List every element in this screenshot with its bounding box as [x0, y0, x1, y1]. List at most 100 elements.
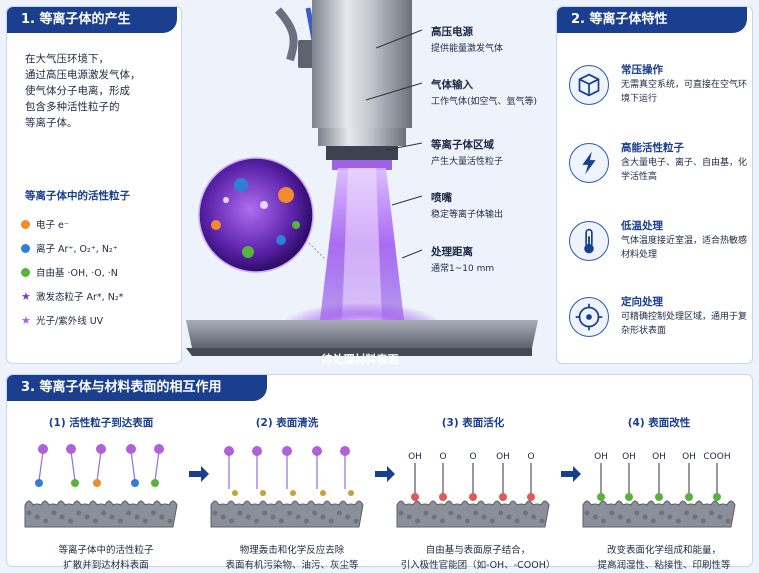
step-desc: 自由基与表面原子结合，引入极性官能团（如-OH、-COOH）	[393, 543, 563, 573]
surface-atom	[456, 514, 462, 520]
surface-atom	[592, 514, 598, 520]
material-surface	[582, 500, 736, 528]
step-title: (2) 表面清洗	[255, 417, 319, 429]
surface-atom	[506, 514, 512, 520]
functional-group-label: COOH	[703, 452, 730, 462]
surface-atom	[609, 510, 615, 516]
particle-ball	[66, 444, 76, 454]
surface-atom	[43, 518, 49, 524]
callout-desc: 稳定等离子体输出	[431, 210, 504, 220]
surface-atom	[151, 510, 156, 516]
surface-atom	[134, 514, 140, 520]
surface-atom	[692, 514, 698, 520]
bond-line	[70, 450, 76, 482]
surface-atom	[601, 518, 607, 524]
step-desc-line: 自由基与表面原子结合，	[425, 545, 531, 556]
surface-bond-atom	[713, 493, 721, 501]
functional-group-label: OH	[408, 452, 422, 462]
surface-atom	[353, 518, 359, 524]
surface-atom	[76, 510, 82, 516]
contaminant-dot	[348, 490, 354, 496]
step-title: (4) 表面改性	[627, 417, 691, 429]
step-illustration	[210, 446, 364, 528]
functional-group-label: OH	[622, 452, 636, 462]
surface-atom	[34, 514, 40, 520]
surface-bond-atom	[439, 493, 447, 501]
feature-desc: 可精确控制处理区域，通用于复杂形状表面	[621, 312, 748, 336]
surface-bond-atom	[527, 493, 535, 501]
step-title: (1) 活性粒子到达表面	[48, 417, 154, 429]
functional-group-label: OH	[682, 452, 696, 462]
surface-atom	[659, 510, 665, 516]
surface-atom	[229, 518, 235, 524]
section3-title: 3. 等离子体与材料表面的相互作用	[7, 375, 267, 401]
feature-desc: 无需真空系统，可直接在空气环境下运行	[621, 80, 748, 104]
callout-title: 处理距离	[431, 246, 473, 258]
intro-line: 使气体分子电离，形成	[25, 85, 130, 97]
particle-ball	[312, 446, 322, 456]
surface-atom	[167, 518, 173, 524]
functional-group-label: OH	[594, 452, 608, 462]
surface-atom	[415, 518, 421, 524]
surface-atom	[126, 510, 132, 516]
surface-atom	[675, 518, 681, 524]
surface-atom	[700, 518, 706, 524]
surface-atom	[303, 518, 309, 524]
surface-atom	[617, 514, 623, 520]
surface-atom	[92, 518, 98, 524]
bond-line	[130, 450, 136, 482]
surface-atom	[498, 510, 504, 516]
callout-desc: 产生大量活性粒子	[431, 157, 504, 167]
surface-atom	[406, 514, 412, 520]
surface-atom	[320, 514, 326, 520]
contaminant-dot	[320, 490, 326, 496]
arrow-right-icon	[189, 466, 209, 482]
surface-atom	[523, 510, 528, 516]
step-desc-line: 扩散并到达材料表面	[63, 560, 149, 571]
section1-title: 1. 等离子体的产生	[7, 7, 177, 33]
target-icon	[569, 297, 609, 337]
surface-atom	[684, 510, 690, 516]
surface-atom	[725, 518, 731, 524]
surface-atom	[709, 510, 714, 516]
callout: 处理距离通常1~10 mm	[431, 244, 494, 274]
surface-atom	[473, 510, 479, 516]
feature-desc: 气体温度接近室温，适合热敏感材料处理	[621, 236, 748, 260]
material-surface	[24, 500, 178, 528]
intro-line: 包含多种活性粒子的	[25, 101, 120, 113]
callout: 等离子体区域产生大量活性粒子	[431, 137, 503, 167]
surface-atom	[489, 518, 495, 524]
step-desc: 物理轰击和化学反应去除表面有机污染物、油污、灰尘等	[207, 543, 377, 573]
surface-atom	[642, 514, 648, 520]
particle-ball	[151, 479, 159, 487]
surface-interaction-panel: 3. 等离子体与材料表面的相互作用 (1) 活性粒子到达表面等离子体中的活性粒子…	[6, 374, 753, 571]
feature-low-temp: 低温处理 气体温度接近室温，适合热敏感材料处理	[565, 215, 750, 277]
surface-atom	[159, 514, 165, 520]
callout: 高压电源提供能量激发气体	[431, 24, 503, 54]
surface-atom	[440, 518, 445, 524]
particle-ball	[252, 446, 262, 456]
surface-atom	[278, 518, 284, 524]
surface-atom	[270, 514, 276, 520]
surface-atom	[345, 514, 351, 520]
feature-high-energy: 高能活性粒子 含大量电子、离子、自由基，化学活性高	[565, 137, 750, 199]
particle-ball	[126, 444, 136, 454]
surface-atom	[295, 514, 301, 520]
surface-atom	[142, 518, 148, 524]
feature-title: 定向处理	[621, 296, 663, 308]
surface-atom	[584, 510, 590, 516]
surface-atom	[237, 510, 243, 516]
feature-title: 高能活性粒子	[621, 142, 684, 154]
interaction-step: (1) 活性粒子到达表面等离子体中的活性粒子扩散并到达材料表面	[21, 397, 181, 571]
particle-item: 电子 e⁻	[21, 212, 186, 236]
particle-ball	[35, 479, 43, 487]
surface-atom	[84, 514, 90, 520]
functional-group-label: O	[469, 452, 476, 462]
callout-title: 等离子体区域	[431, 139, 494, 151]
surface-atom	[514, 518, 520, 524]
step-illustration	[24, 444, 178, 528]
particle-label: 光子/紫外线 UV	[36, 316, 104, 327]
feature-directional: 定向处理 可精确控制处理区域，通用于复杂形状表面	[565, 291, 750, 353]
